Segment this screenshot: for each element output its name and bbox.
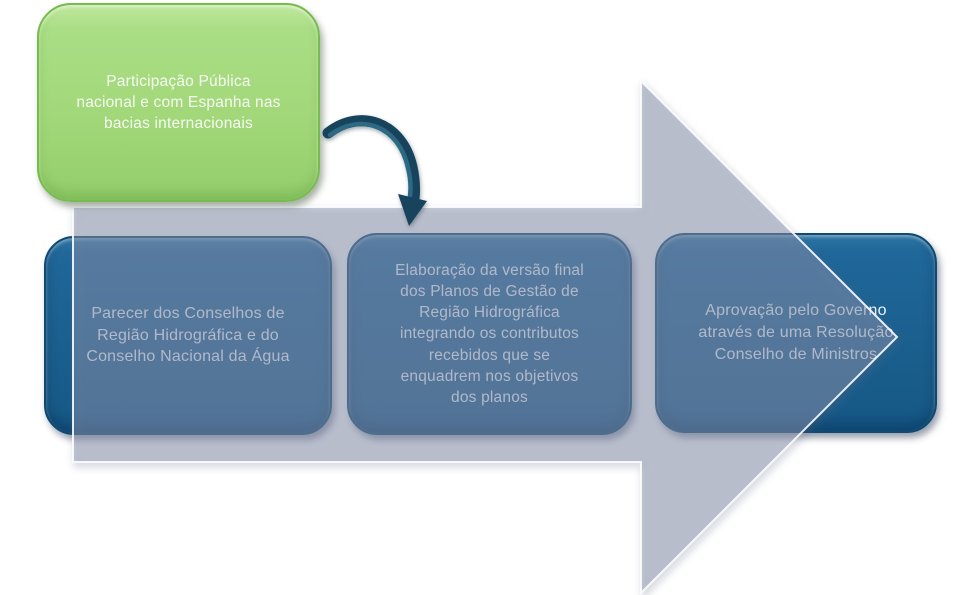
curved-connector-body (322, 115, 421, 205)
node-aprovacao-governo: Aprovação pelo Governo através de uma Re… (655, 233, 937, 433)
node-parecer-conselhos: Parecer dos Conselhos de Região Hidrográ… (44, 236, 332, 435)
node-label: Aprovação pelo Governo através de uma Re… (698, 302, 894, 363)
node-elaboracao-versao-final: Elaboração da versão final dos Planos de… (347, 233, 632, 435)
node-participacao-publica: Participação Pública nacional e com Espa… (37, 3, 320, 202)
node-label: Elaboração da versão final dos Planos de… (395, 262, 584, 406)
node-label: Participação Pública nacional e com Espa… (76, 72, 281, 133)
curved-connector-highlight (327, 121, 413, 199)
node-label: Parecer dos Conselhos de Região Hidrográ… (86, 304, 290, 366)
curved-connector-arrowhead (398, 194, 427, 226)
